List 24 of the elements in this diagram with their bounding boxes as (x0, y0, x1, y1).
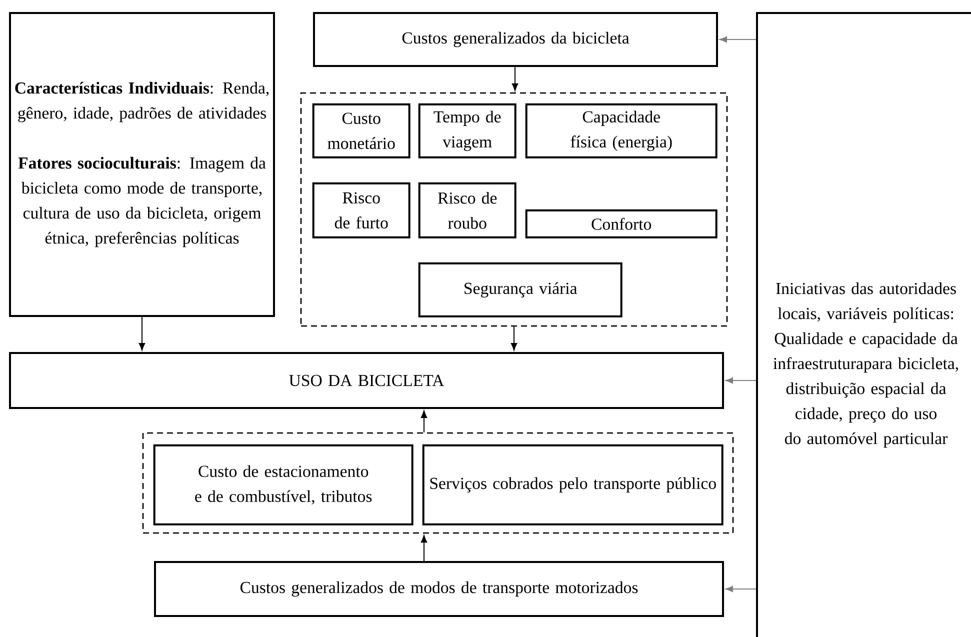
text-box: Iniciativas das autoridades locais, variáveis políticas: Qualidade e capacidade da infraestruturapara bicicleta, distribuição espacial da cidade, preço do uso do automóvel particular (756, 12, 971, 637)
arrow (512, 66, 518, 91)
dashed-group-box (300, 92, 728, 327)
process-box: Tempo de viagem (418, 103, 516, 158)
process-box: Custo monetário (312, 103, 410, 158)
arrow (510, 326, 518, 350)
process-box: Conforto (525, 209, 718, 238)
process-box: Capacidade física (energia) (525, 103, 718, 158)
process-box: Custo de estacionamento e de combustível, tributos (153, 444, 414, 526)
text-box: Características Individuais: Renda, gênero, idade, padrões de atividades Fatores socioculturais: Imagem da bicicleta como mode de transporte, cultura de uso da bicicleta, origem étnica, preferências políticas (9, 12, 275, 317)
process-box: Risco de furto (312, 182, 410, 238)
arrow (726, 377, 756, 384)
process-box: Custos generalizados de modos de transporte motorizados (154, 561, 724, 617)
process-box: Segurança viária (418, 262, 622, 318)
arrow (726, 586, 756, 592)
dashed-group-box (142, 432, 734, 534)
process-box: Custos generalizados da bicicleta (313, 12, 718, 67)
arrow (138, 316, 146, 350)
arrow (420, 410, 428, 433)
arrow (720, 36, 756, 43)
process-box: Serviços cobrados pelo transporte público (422, 444, 724, 526)
arrow (420, 535, 428, 562)
process-box: Risco de roubo (418, 182, 516, 238)
outcome-box: USO DA BICICLETA (9, 352, 724, 409)
